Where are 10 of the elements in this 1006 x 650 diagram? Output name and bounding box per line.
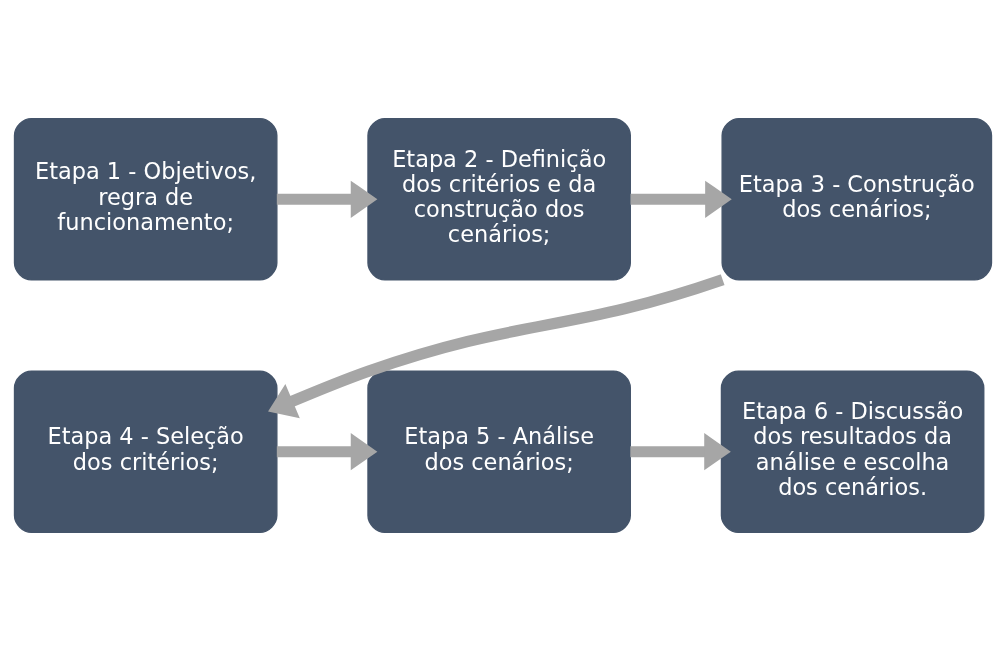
node-box: Etapa 4 - Seleção dos critérios;	[13, 369, 278, 533]
arrow	[630, 432, 731, 470]
arrow	[276, 432, 378, 470]
arrow	[630, 180, 732, 218]
node-box: Etapa 1 - Objetivos, regra de funcionamento;	[13, 117, 278, 281]
arrow	[276, 180, 378, 218]
node-box: Etapa 3 - Construção dos cenários;	[721, 117, 993, 281]
node-box: Etapa 6 - Discussão dos resultados da análise e escolha dos cenários.	[720, 369, 985, 533]
node-box: Etapa 5 - Análise dos cenários;	[367, 369, 631, 533]
node-box: Etapa 2 - Definição dos critérios e da construção dos cenários;	[367, 117, 631, 281]
